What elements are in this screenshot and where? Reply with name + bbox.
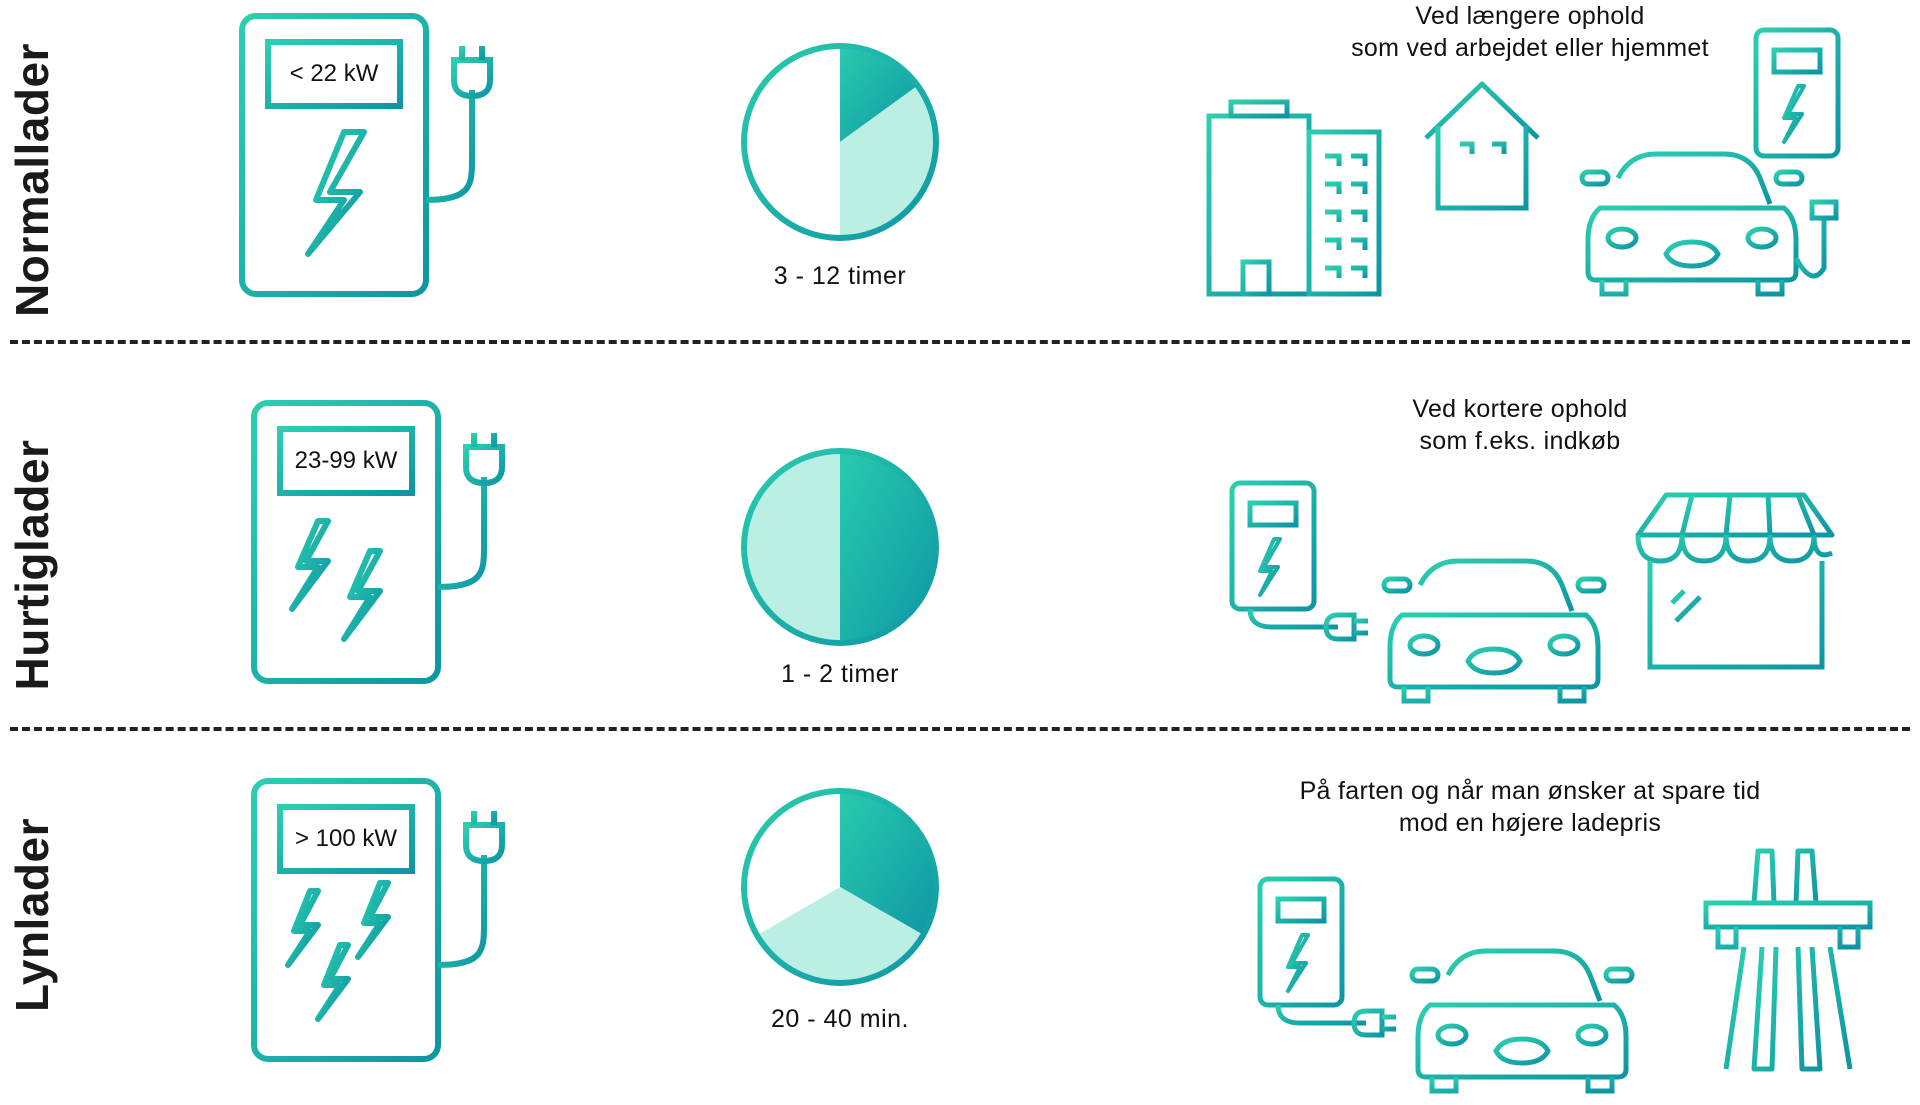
office-building-icon [1205,98,1385,298]
pie-outline [741,448,939,646]
duration-pie [738,40,942,244]
car-icon [1579,148,1839,308]
charging-station-icon [1752,26,1848,216]
charger-station-icon: 23-99 kW [248,397,518,687]
bolts [305,129,367,257]
house-icon [1420,80,1544,214]
pie-outline [741,43,939,241]
highway-icon [1700,847,1880,1077]
use-case-text: Ved kortere ophold som f.eks. indkøb [1412,395,1628,455]
charger-station-icon: < 22 kW [236,10,506,300]
row-label: Lynlader [6,817,58,1013]
power-label: 23-99 kW [294,447,398,474]
pie-outline [741,788,939,986]
pie-slice-range [757,887,924,983]
bolts [289,518,383,642]
bolts [285,880,391,1022]
charger-station-icon: > 100 kW [248,775,518,1065]
row-lynlader: Lynlader > 100 kW 20 - 40 min. På farten… [0,735,1920,1095]
divider [10,727,1910,731]
row-hurtiglader: Hurtiglader 23-99 kW 1 - 2 timer Ved kor… [0,385,1920,745]
car-icon [1409,945,1640,1105]
car-icon [1381,555,1612,715]
duration-label: 1 - 2 timer [780,660,900,688]
charging-station-icon [1256,875,1446,1055]
shop-icon [1632,491,1838,677]
power-label: > 100 kW [294,825,398,852]
use-case-text: Ved længere ophold som ved arbejdet elle… [1351,2,1709,62]
row-label: Normallader [6,43,58,317]
duration-pie [738,785,942,989]
row-normallader: Normallader < 22 kW 3 - 12 timer Ved læn… [0,0,1920,360]
row-label: Hurtiglader [6,439,58,691]
use-case-text: På farten og når man ønsker at spare tid… [1299,777,1761,837]
pie-slice-charging [840,46,918,142]
duration-label: 3 - 12 timer [773,262,907,290]
duration-label: 20 - 40 min. [770,1005,909,1033]
divider [10,340,1910,344]
pie-slice-charging [840,451,936,643]
duration-pie [738,445,942,649]
power-label: < 22 kW [289,60,379,87]
charging-station-icon [1228,479,1418,659]
pie-slice-range [840,85,936,238]
pie-slice-range [743,451,840,643]
